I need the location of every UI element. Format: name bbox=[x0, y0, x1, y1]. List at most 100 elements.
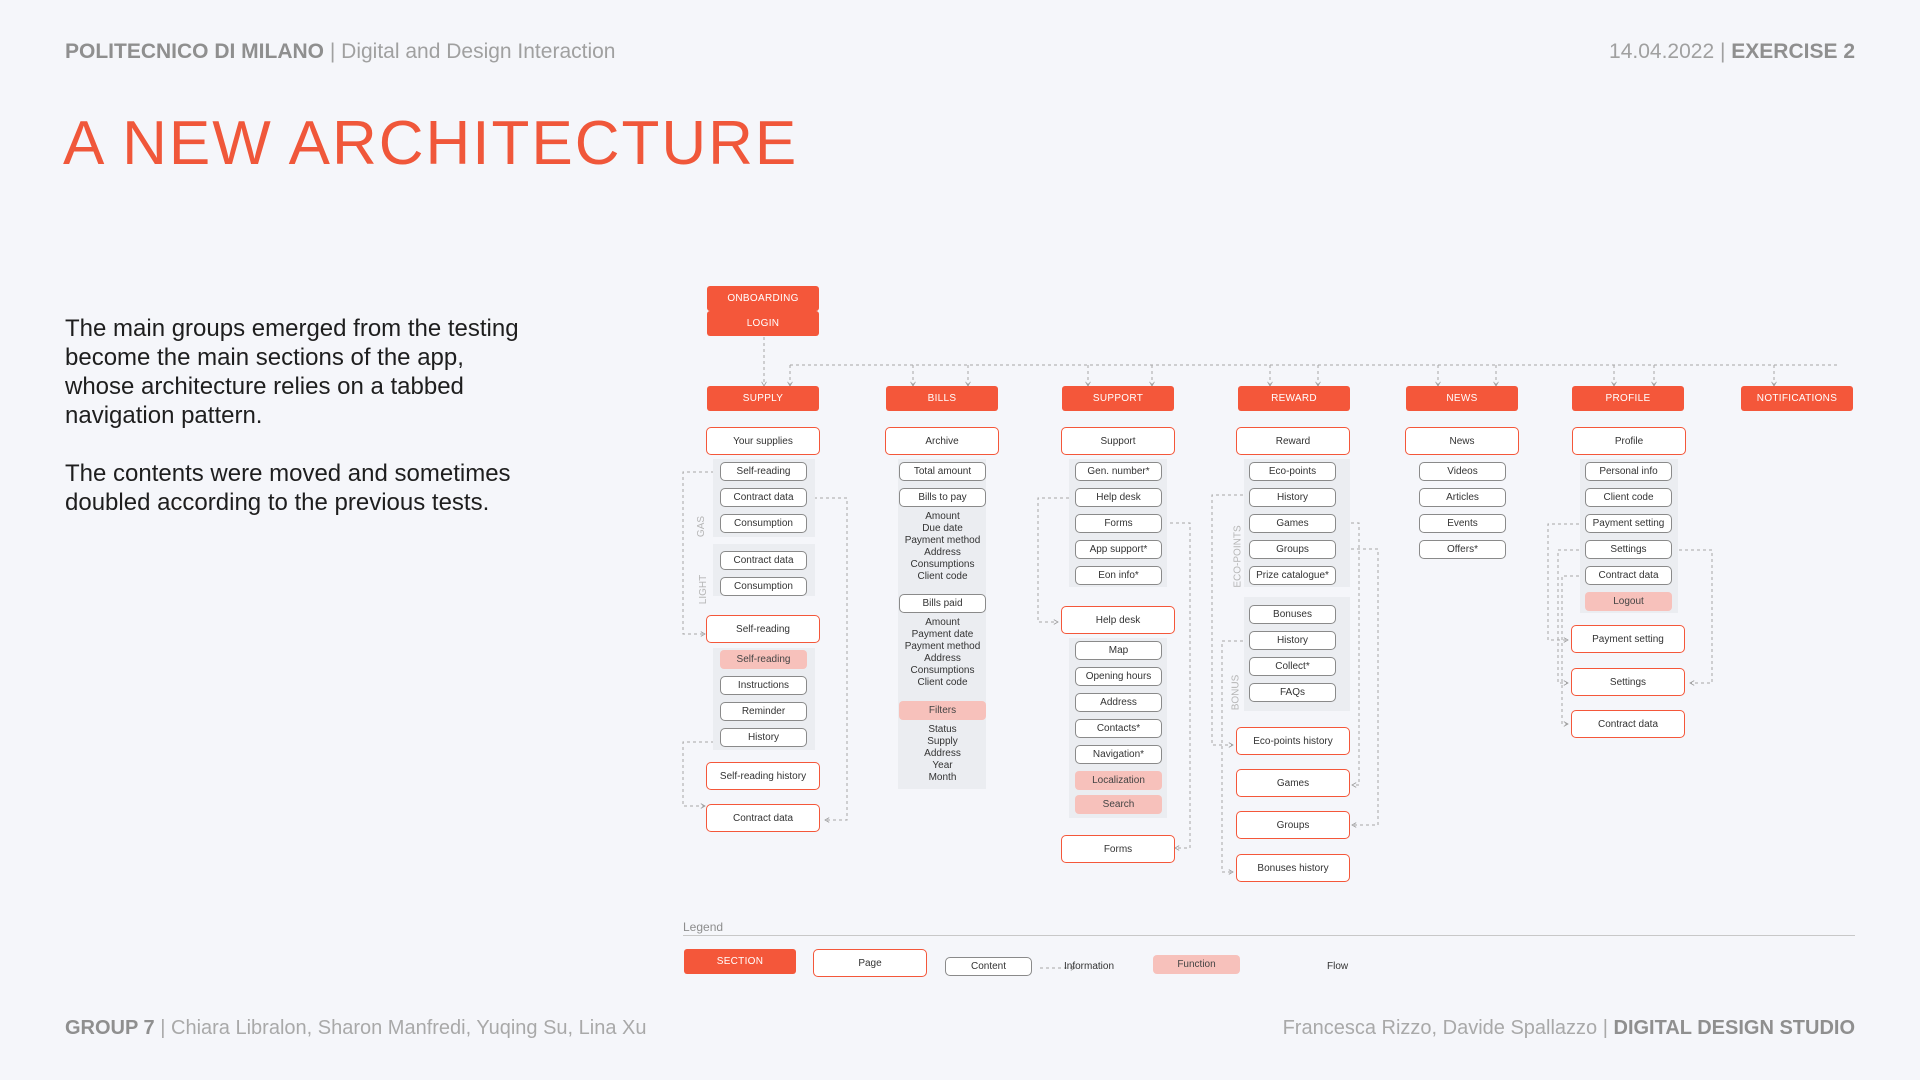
page-support: Support bbox=[1061, 427, 1175, 455]
content-personal-info: Personal info bbox=[1585, 462, 1672, 481]
content-navigation: Navigation* bbox=[1075, 745, 1162, 764]
info-line: Address bbox=[924, 547, 961, 558]
bonus-label: BONUS bbox=[1230, 674, 1242, 711]
content-collect: Collect* bbox=[1249, 657, 1336, 676]
content-bonus-history: History bbox=[1249, 631, 1336, 650]
page-profile: Profile bbox=[1572, 427, 1686, 455]
page-reward: Reward bbox=[1236, 427, 1350, 455]
page-self-reading-history: Self-reading history bbox=[706, 762, 820, 790]
function-logout: Logout bbox=[1585, 592, 1672, 611]
page-self-reading: Self-reading bbox=[706, 615, 820, 643]
login-section: LOGIN bbox=[707, 311, 819, 336]
info-line: Supply bbox=[927, 736, 958, 747]
info-bills-paid: Amount Payment date Payment method Addre… bbox=[899, 617, 986, 689]
page-help-desk: Help desk bbox=[1061, 606, 1175, 634]
intro-paragraph-1: The main groups emerged from the testing… bbox=[65, 315, 519, 429]
page-games: Games bbox=[1236, 769, 1350, 797]
group-members: Chiara Libralon, Sharon Manfredi, Yuqing… bbox=[171, 1017, 647, 1039]
section-reward: REWARD bbox=[1238, 386, 1350, 411]
content-gen-number: Gen. number* bbox=[1075, 462, 1162, 481]
content-address: Address bbox=[1075, 693, 1162, 712]
page-contract-data: Contract data bbox=[706, 804, 820, 832]
content-history: History bbox=[720, 728, 807, 747]
content-light-consumption: Consumption bbox=[720, 577, 807, 596]
bills-group bbox=[898, 459, 986, 789]
content-prize-catalogue: Prize catalogue* bbox=[1249, 566, 1336, 585]
content-opening-hours: Opening hours bbox=[1075, 667, 1162, 686]
legend-flow: Flow bbox=[1327, 961, 1349, 972]
header-right: 14.04.2022 | EXERCISE 2 bbox=[1609, 40, 1855, 64]
legend-page: Page bbox=[813, 949, 927, 977]
info-filters: Status Supply Address Year Month bbox=[899, 724, 986, 784]
content-gas-contract-data: Contract data bbox=[720, 488, 807, 507]
content-eon-info: Eon info* bbox=[1075, 566, 1162, 585]
footer-separator: | bbox=[1602, 1017, 1608, 1039]
date: 14.04.2022 bbox=[1609, 40, 1715, 63]
content-bonuses: Bonuses bbox=[1249, 605, 1336, 624]
content-app-support: App support* bbox=[1075, 540, 1162, 559]
content-eco-points: Eco-points bbox=[1249, 462, 1336, 481]
content-games: Games bbox=[1249, 514, 1336, 533]
page-title: A NEW ARCHITECTURE bbox=[63, 109, 799, 178]
legend-content: Content bbox=[945, 957, 1032, 976]
onboarding-section: ONBOARDING bbox=[707, 286, 819, 311]
content-groups: Groups bbox=[1249, 540, 1336, 559]
studio-name: DIGITAL DESIGN STUDIO bbox=[1613, 1017, 1856, 1039]
legend-function: Function bbox=[1153, 955, 1240, 974]
page-eco-points-history: Eco-points history bbox=[1236, 727, 1350, 755]
footer-left: GROUP 7 | Chiara Libralon, Sharon Manfre… bbox=[65, 1017, 647, 1040]
page-archive: Archive bbox=[885, 427, 999, 455]
content-contacts: Contacts* bbox=[1075, 719, 1162, 738]
info-line: Address bbox=[924, 748, 961, 759]
content-videos: Videos bbox=[1419, 462, 1506, 481]
eco-points-label: ECO-POINTS bbox=[1232, 525, 1244, 588]
content-bills-paid: Bills paid bbox=[899, 594, 986, 613]
info-line: Client code bbox=[917, 677, 968, 688]
exercise-label: EXERCISE 2 bbox=[1731, 40, 1855, 63]
group-label: GROUP 7 bbox=[65, 1017, 155, 1039]
info-line: Consumptions bbox=[910, 665, 975, 676]
content-history: History bbox=[1249, 488, 1336, 507]
info-line: Client code bbox=[917, 571, 968, 582]
content-help-desk: Help desk bbox=[1075, 488, 1162, 507]
page-contract-data: Contract data bbox=[1571, 710, 1685, 738]
section-profile: PROFILE bbox=[1572, 386, 1684, 411]
page-groups: Groups bbox=[1236, 811, 1350, 839]
legend-title: Legend bbox=[683, 920, 724, 934]
content-reminder: Reminder bbox=[720, 702, 807, 721]
content-events: Events bbox=[1419, 514, 1506, 533]
info-line: Due date bbox=[922, 523, 963, 534]
function-filters: Filters bbox=[899, 701, 986, 720]
info-line: Amount bbox=[925, 617, 960, 628]
page-payment-setting: Payment setting bbox=[1571, 625, 1685, 653]
content-settings: Settings bbox=[1585, 540, 1672, 559]
section-support: SUPPORT bbox=[1062, 386, 1174, 411]
function-search: Search bbox=[1075, 795, 1162, 814]
footer-right: Francesca Rizzo, Davide Spallazzo | DIGI… bbox=[1283, 1017, 1855, 1040]
content-faqs: FAQs bbox=[1249, 683, 1336, 702]
page-your-supplies: Your supplies bbox=[706, 427, 820, 455]
info-line: Address bbox=[924, 653, 961, 664]
profile-group bbox=[1580, 459, 1678, 613]
legend-section: SECTION bbox=[684, 949, 796, 974]
teachers: Francesca Rizzo, Davide Spallazzo bbox=[1282, 1017, 1598, 1039]
content-offers: Offers* bbox=[1419, 540, 1506, 559]
content-gas-self-reading: Self-reading bbox=[720, 462, 807, 481]
light-label: LIGHT bbox=[698, 574, 710, 605]
legend-information: Information bbox=[1064, 961, 1115, 972]
content-bills-to-pay: Bills to pay bbox=[899, 488, 986, 507]
info-line: Payment date bbox=[911, 629, 974, 640]
info-line: Year bbox=[932, 760, 953, 771]
section-bills: BILLS bbox=[886, 386, 998, 411]
page-settings: Settings bbox=[1571, 668, 1685, 696]
function-self-reading: Self-reading bbox=[720, 650, 807, 669]
page-forms: Forms bbox=[1061, 835, 1175, 863]
intro-paragraph-2: The contents were moved and sometimes do… bbox=[65, 460, 511, 516]
info-bills-to-pay: Amount Due date Payment method Address C… bbox=[899, 511, 986, 583]
school-name: POLITECNICO DI MILANO bbox=[65, 40, 324, 63]
header-separator: | bbox=[329, 40, 336, 63]
legend-divider bbox=[683, 935, 1855, 936]
page-news: News bbox=[1405, 427, 1519, 455]
content-contract-data: Contract data bbox=[1585, 566, 1672, 585]
